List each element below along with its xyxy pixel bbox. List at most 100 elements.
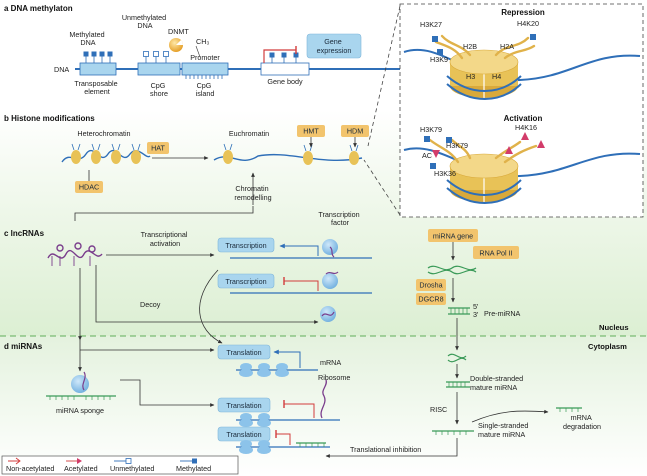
h4k20-mark: [530, 34, 536, 40]
hdac-label: HDAC: [79, 183, 99, 192]
panel-b-histone-modifications: Heterochromatin HAT HDAC Euchromatin HMT…: [61, 125, 369, 205]
bound-mirna: [296, 442, 326, 447]
ribosome-label: Ribosome: [318, 373, 350, 382]
cpg-shore-label: CpG shore: [150, 81, 168, 98]
repression-dna-wrap: [446, 75, 522, 92]
legend-box: [1, 455, 239, 475]
hat-label: HAT: [151, 144, 165, 153]
gene-expression-label: Gene expression: [317, 37, 352, 55]
translation-box-1: [217, 344, 271, 360]
ribosomes-2: [239, 413, 271, 427]
pre-mirna-label: Pre-miRNA: [484, 309, 521, 318]
transcription-inhibition-2: [284, 280, 319, 291]
legend-non-acetylated: Non-acetylated: [6, 464, 54, 473]
activation-label: Activation: [504, 114, 543, 123]
degradation-fragments: [556, 407, 582, 412]
h4-label: H4: [492, 72, 501, 81]
h3-label: H3: [466, 72, 475, 81]
pre-mirna-hairpin: [448, 307, 470, 315]
repression-dna-wrap-2: [446, 83, 522, 100]
repression-nucleosome: Repression H3K27 H4K20 H3K9 H2B H2A H3 H…: [403, 8, 641, 100]
h4k20-label: H4K20: [517, 19, 539, 28]
mirna-gene-label: miRNA gene: [433, 232, 473, 241]
mrna-label: mRNA: [320, 358, 341, 367]
mirna-biogenesis: miRNA gene RNA Pol II Drosha DGCR8 5' 3'…: [325, 229, 601, 458]
translation-box-2: [217, 397, 271, 413]
panel-c-lncrnas: Transcriptional activation Decoy Transcr…: [47, 206, 372, 324]
h3k79-label: H3K79: [420, 125, 442, 134]
dna-label: DNA: [54, 65, 69, 74]
transcription-activation-arrow-1: [279, 243, 319, 256]
legend-unmethylated: Unmethylated: [110, 464, 154, 473]
translational-inhibition-arrow: [325, 438, 458, 458]
nucleus-label: Nucleus: [599, 323, 629, 332]
decoy-protein: [320, 306, 336, 322]
to-degradation-arrow: [471, 409, 549, 423]
acetylated-icon: [77, 458, 82, 464]
translation-label-3: Translation: [226, 430, 261, 439]
translation-inhibition-3: [276, 433, 291, 445]
transposable-element-box: [79, 62, 117, 76]
section-title-dna-methylation: a DNA methylaton: [4, 4, 73, 13]
ch3-label: CH₃: [196, 37, 209, 46]
rna-pol-box: [473, 246, 519, 259]
heterochromatin-label: Heterochromatin: [77, 129, 130, 138]
mrna-degradation-label: mRNA degradation: [563, 413, 601, 431]
legend: Non-acetylated Acetylated Unmethylated M…: [1, 455, 239, 475]
ch3-pointer: [195, 45, 201, 58]
ribosomes-1: [239, 363, 289, 377]
mirna-sponge-strand: [46, 395, 116, 400]
pri-mirna: [427, 265, 477, 275]
nucleosome-inset-box: [399, 3, 644, 218]
repression-histone-top: [449, 49, 519, 75]
transcription-to-translation-arrow: [199, 269, 223, 344]
gene-expression-inhibition: [263, 49, 296, 63]
gene-body-label: Gene body: [267, 77, 303, 86]
double-stranded-label: Double-stranded mature miRNA: [470, 374, 525, 392]
panel-d-mirnas: miRNA sponge Translation mRNA Ribosome T…: [46, 268, 350, 454]
translational-inhibition-label: Translational inhibition: [350, 445, 421, 454]
sponge-to-translation-arrow: [120, 379, 215, 407]
lncrna-bound-2: [325, 271, 339, 275]
lncrna-on-mrna: [320, 379, 327, 419]
sponge-ago: [71, 375, 89, 393]
heterochromatin-nucleosomes: [71, 143, 141, 164]
transcription-label-1: Transcription: [225, 241, 266, 250]
dnmt-label: DNMT: [168, 27, 189, 36]
panel-a-dna-methylation: DNA Methylated DNA Transposable element …: [54, 13, 400, 98]
methylated-icon: [192, 458, 197, 464]
ribosomes-3: [239, 440, 271, 454]
hmt-label: HMT: [303, 127, 319, 136]
h2a-label: H2A: [500, 42, 514, 51]
h3k9-label: H3K9: [430, 55, 448, 64]
section-title-lncrnas: c lncRNAs: [4, 229, 45, 238]
risc-label: RISC: [430, 405, 447, 414]
h4k16-acetyl-flag: [521, 132, 529, 140]
transcriptional-activation-label: Transcriptional activation: [141, 230, 190, 248]
promoter-box: [181, 62, 229, 76]
h3k79-mark: [424, 136, 430, 142]
gene-body-box: [260, 62, 310, 76]
transcription-box-1: [217, 237, 275, 253]
mirna-gene-box: [428, 229, 478, 242]
single-stranded-mirna: [432, 430, 474, 435]
unmethylated-icon: [125, 458, 132, 464]
rna-pol-label: RNA Pol II: [479, 249, 512, 258]
methylated-dna-label: Methylated DNA: [69, 30, 106, 47]
section-title-mirnas: d miRNAs: [4, 342, 43, 351]
translation-activation-arrow: [273, 349, 301, 368]
methylation-marks-gene-body: [269, 52, 299, 63]
ac-label: AC: [422, 151, 432, 160]
zoom-line-bottom: [363, 159, 401, 216]
sponge-lncrna: [82, 371, 86, 391]
hdac-box: [75, 181, 103, 193]
dgcr8-label: DGCR8: [418, 295, 443, 304]
zoom-line-top: [367, 5, 401, 147]
decoy-label: Decoy: [140, 300, 161, 309]
repression-label: Repression: [501, 8, 545, 17]
h3k79-second-label: H3K79: [446, 141, 468, 150]
activation-dna-wrap: [446, 179, 522, 196]
decoy-lncrna: [321, 311, 335, 317]
